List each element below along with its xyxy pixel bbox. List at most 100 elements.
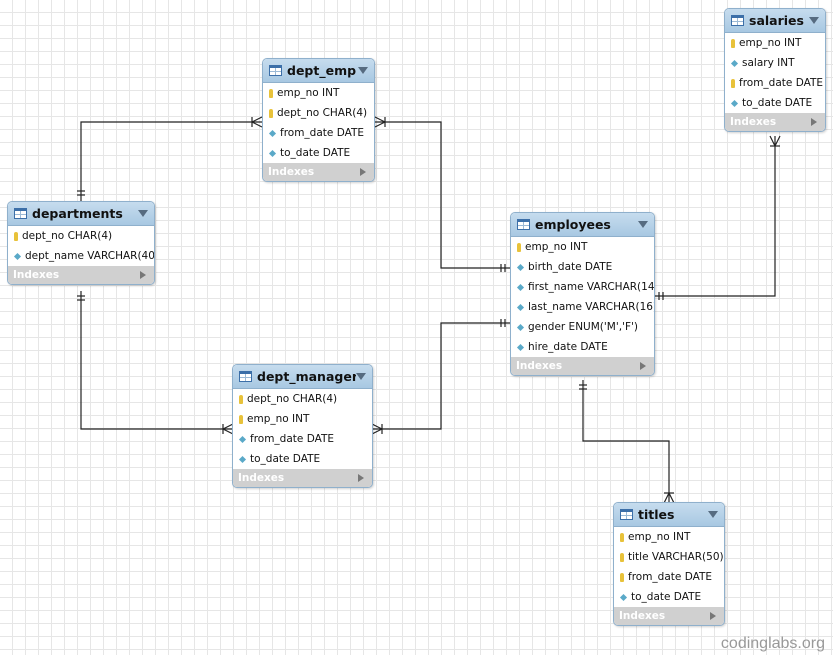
column-row[interactable]: from_date DATE <box>725 73 825 93</box>
indexes-section[interactable]: Indexes <box>614 607 724 625</box>
column-diamond-icon <box>516 263 525 271</box>
table-departments[interactable]: departments dept_no CHAR(4) dept_name VARC… <box>7 201 155 285</box>
relationship-employees-dept-manager[interactable] <box>371 319 511 435</box>
table-name: salaries <box>749 13 804 28</box>
column-diamond-icon <box>238 435 247 443</box>
column-row[interactable]: last_name VARCHAR(16) <box>511 297 654 317</box>
column-diamond-icon <box>516 303 525 311</box>
column-diamond-icon <box>268 149 277 157</box>
collapse-arrow-icon[interactable] <box>356 373 366 380</box>
column-row[interactable]: to_date DATE <box>233 449 372 469</box>
relationship-employees-titles[interactable] <box>579 380 675 504</box>
column-label: title VARCHAR(50) <box>628 551 724 563</box>
table-name: dept_emp <box>287 63 357 78</box>
column-row[interactable]: emp_no INT <box>725 33 825 53</box>
relationship-departments-dept-emp[interactable] <box>77 116 263 201</box>
table-name: departments <box>32 206 123 221</box>
indexes-section[interactable]: Indexes <box>263 163 374 181</box>
column-row[interactable]: emp_no INT <box>614 527 724 547</box>
column-row[interactable]: birth_date DATE <box>511 257 654 277</box>
column-row[interactable]: gender ENUM('M','F') <box>511 317 654 337</box>
column-label: emp_no INT <box>525 241 588 253</box>
collapse-arrow-icon[interactable] <box>809 17 819 24</box>
expand-arrow-icon[interactable] <box>640 362 646 370</box>
primary-key-icon <box>731 78 735 88</box>
column-label: from_date DATE <box>250 433 335 445</box>
primary-key-icon <box>14 231 18 241</box>
column-row[interactable]: dept_no CHAR(4) <box>233 389 372 409</box>
table-header[interactable]: dept_manager <box>233 365 372 389</box>
column-diamond-icon <box>619 593 628 601</box>
column-row[interactable]: to_date DATE <box>263 143 374 163</box>
column-label: last_name VARCHAR(16) <box>528 301 655 313</box>
indexes-section[interactable]: Indexes <box>511 357 654 375</box>
column-row[interactable]: dept_no CHAR(4) <box>263 103 374 123</box>
primary-key-icon <box>620 552 624 562</box>
indexes-label: Indexes <box>238 472 285 484</box>
column-label: dept_no CHAR(4) <box>22 230 113 242</box>
indexes-section[interactable]: Indexes <box>725 113 825 131</box>
table-name: dept_manager <box>257 369 356 384</box>
primary-key-icon <box>239 414 243 424</box>
column-label: birth_date DATE <box>528 261 613 273</box>
relationship-departments-dept-manager[interactable] <box>77 291 234 435</box>
column-row[interactable]: salary INT <box>725 53 825 73</box>
expand-arrow-icon[interactable] <box>358 474 364 482</box>
expand-arrow-icon[interactable] <box>710 612 716 620</box>
column-label: emp_no INT <box>739 37 802 49</box>
table-name: employees <box>535 217 611 232</box>
column-label: first_name VARCHAR(14) <box>528 281 655 293</box>
primary-key-icon <box>269 108 273 118</box>
table-name: titles <box>638 507 675 522</box>
expand-arrow-icon[interactable] <box>811 118 817 126</box>
column-label: gender ENUM('M','F') <box>528 321 638 333</box>
column-label: emp_no INT <box>247 413 310 425</box>
collapse-arrow-icon[interactable] <box>708 511 718 518</box>
column-label: dept_no CHAR(4) <box>277 107 368 119</box>
column-label: to_date DATE <box>250 453 321 465</box>
column-row[interactable]: from_date DATE <box>233 429 372 449</box>
column-row[interactable]: to_date DATE <box>614 587 724 607</box>
table-icon <box>731 15 744 26</box>
column-row[interactable]: hire_date DATE <box>511 337 654 357</box>
table-header[interactable]: dept_emp <box>263 59 374 83</box>
table-header[interactable]: salaries <box>725 9 825 33</box>
indexes-section[interactable]: Indexes <box>8 266 154 284</box>
column-row[interactable]: to_date DATE <box>725 93 825 113</box>
table-icon <box>620 509 633 520</box>
expand-arrow-icon[interactable] <box>140 271 146 279</box>
collapse-arrow-icon[interactable] <box>638 221 648 228</box>
table-header[interactable]: titles <box>614 503 724 527</box>
expand-arrow-icon[interactable] <box>360 168 366 176</box>
column-row[interactable]: from_date DATE <box>614 567 724 587</box>
collapse-arrow-icon[interactable] <box>358 67 368 74</box>
indexes-section[interactable]: Indexes <box>233 469 372 487</box>
column-row[interactable]: emp_no INT <box>233 409 372 429</box>
table-dept-emp[interactable]: dept_emp emp_no INT dept_no CHAR(4) from_da… <box>262 58 375 182</box>
table-header[interactable]: employees <box>511 213 654 237</box>
table-header[interactable]: departments <box>8 202 154 226</box>
table-employees[interactable]: employees emp_no INT birth_date DATE first_… <box>510 212 655 376</box>
column-diamond-icon <box>13 252 22 260</box>
column-row[interactable]: dept_no CHAR(4) <box>8 226 154 246</box>
table-dept-manager[interactable]: dept_manager dept_no CHAR(4) emp_no INT fro… <box>232 364 373 488</box>
relationship-employees-dept-emp[interactable] <box>374 116 511 272</box>
column-diamond-icon <box>516 283 525 291</box>
column-row[interactable]: first_name VARCHAR(14) <box>511 277 654 297</box>
relationship-employees-salaries[interactable] <box>654 135 781 300</box>
column-row[interactable]: emp_no INT <box>511 237 654 257</box>
collapse-arrow-icon[interactable] <box>138 210 148 217</box>
column-row[interactable]: emp_no INT <box>263 83 374 103</box>
column-diamond-icon <box>516 343 525 351</box>
column-label: dept_no CHAR(4) <box>247 393 338 405</box>
column-row[interactable]: dept_name VARCHAR(40) <box>8 246 154 266</box>
column-label: hire_date DATE <box>528 341 608 353</box>
indexes-label: Indexes <box>619 610 666 622</box>
table-titles[interactable]: titles emp_no INT title VARCHAR(50) from_da… <box>613 502 725 626</box>
column-row[interactable]: title VARCHAR(50) <box>614 547 724 567</box>
column-row[interactable]: from_date DATE <box>263 123 374 143</box>
primary-key-icon <box>620 572 624 582</box>
column-label: from_date DATE <box>280 127 365 139</box>
